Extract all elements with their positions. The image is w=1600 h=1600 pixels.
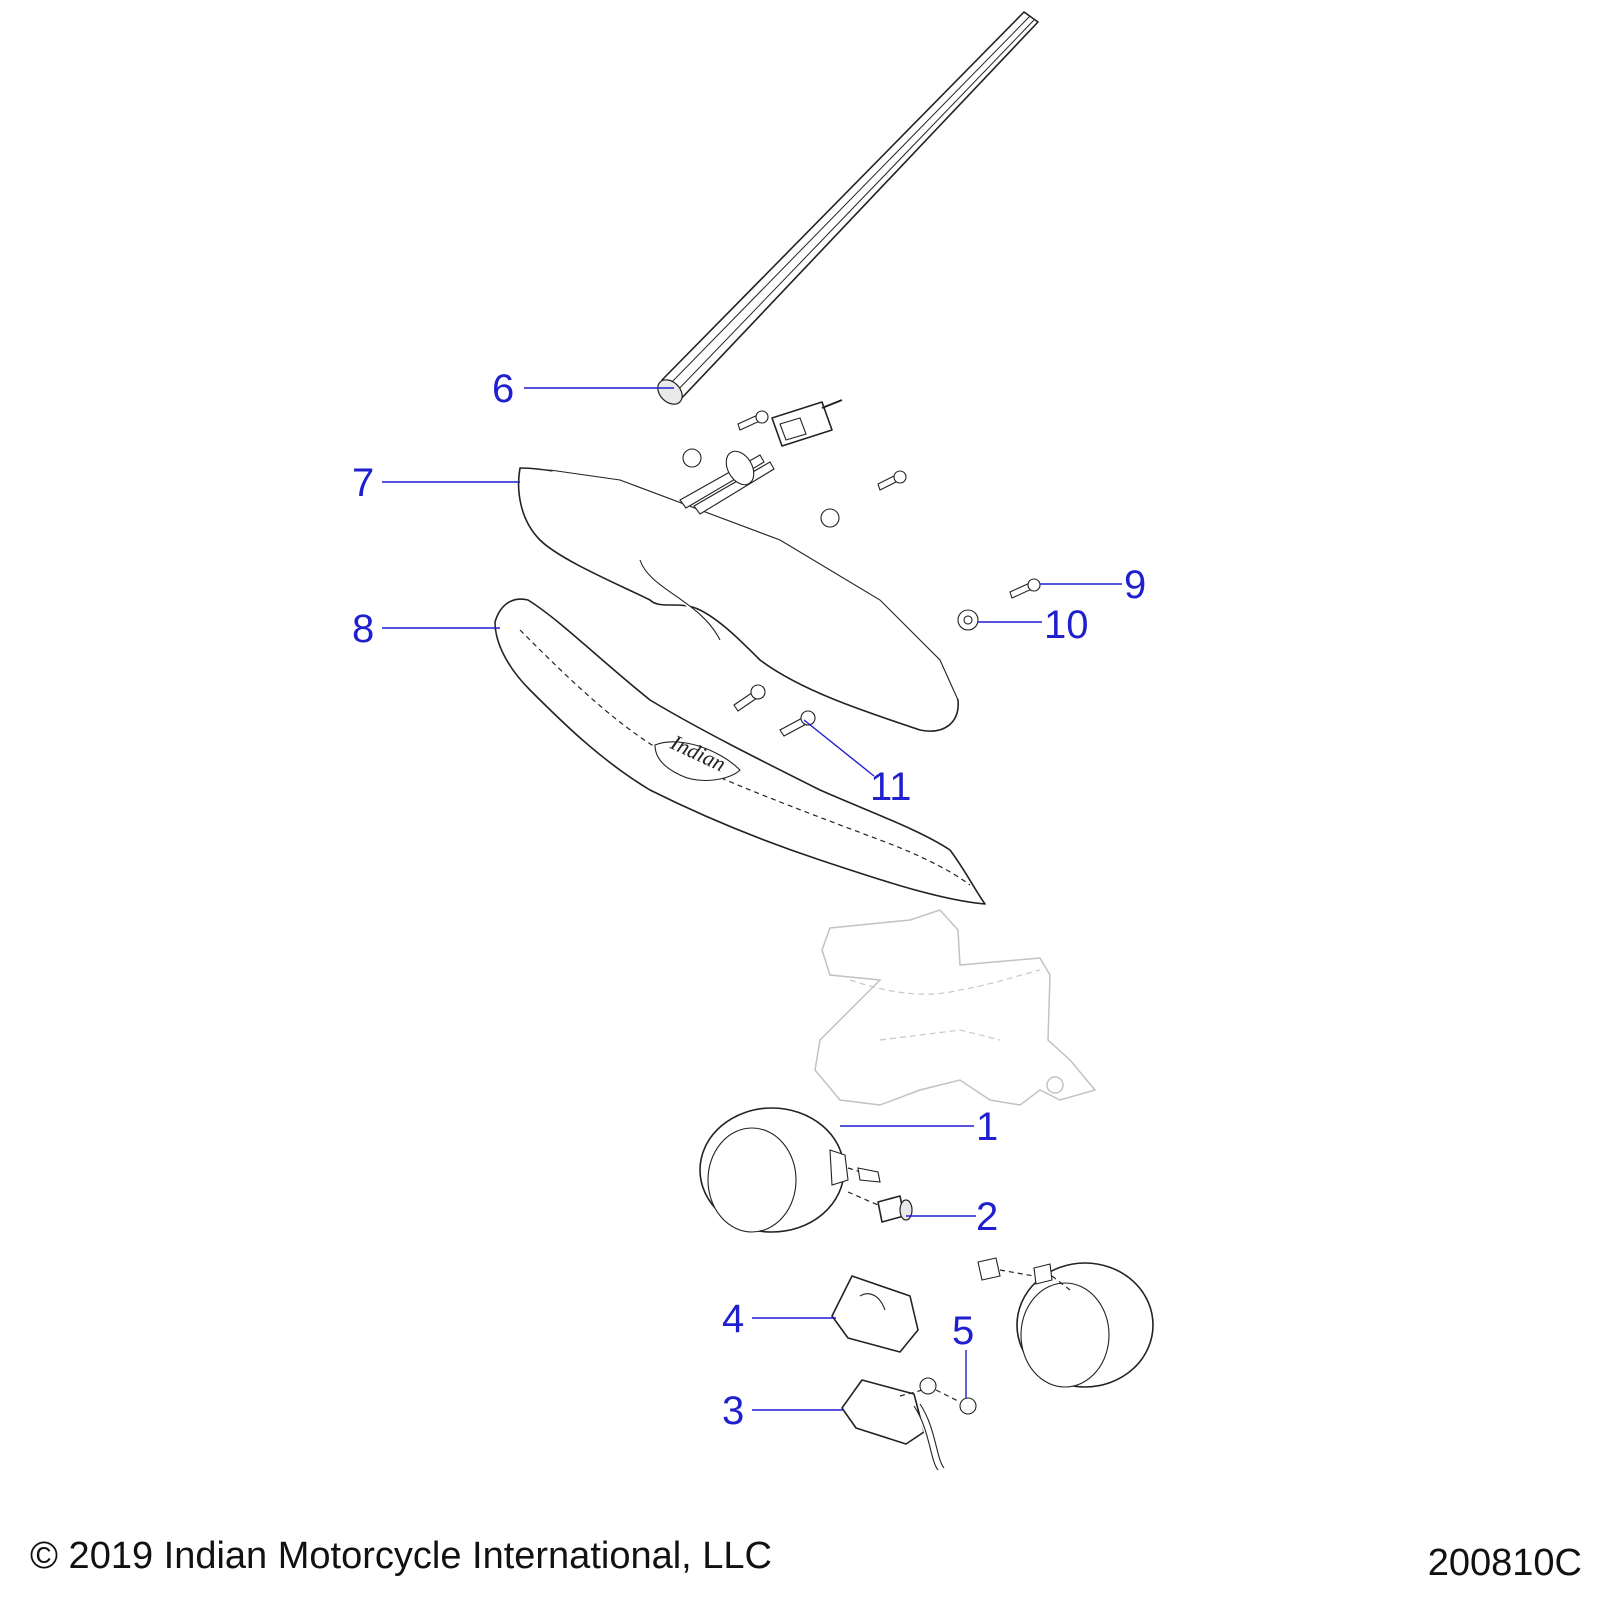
diagram-number: 200810C — [1427, 1542, 1582, 1584]
part-7-upper-housing — [517, 399, 959, 732]
part-5-nuts — [919, 1377, 977, 1415]
copyright-notice: © 2019 Indian Motorcycle International, … — [30, 1535, 772, 1577]
callout-9: 9 — [1124, 563, 1146, 607]
part-8-trim-bar: Indian — [494, 598, 986, 905]
callout-5: 5 — [952, 1309, 974, 1353]
part-9-screw — [1009, 578, 1041, 599]
part-6-seal-strip — [657, 11, 1039, 405]
callout-8: 8 — [352, 607, 374, 651]
part-4-lens-cover — [831, 1275, 919, 1353]
callout-11: 11 — [870, 765, 912, 809]
part-1-turn-signal-left — [699, 1107, 881, 1233]
turn-signal-right — [977, 1257, 1154, 1388]
leader-11 — [803, 719, 875, 777]
callout-numbers: 6 7 8 9 10 11 1 2 4 5 3 — [352, 367, 1146, 1433]
callout-6: 6 — [492, 367, 514, 411]
callout-2: 2 — [976, 1195, 998, 1239]
leader-lines — [382, 387, 1122, 1411]
callout-4: 4 — [722, 1297, 744, 1341]
part-3-license-lamp — [841, 1379, 945, 1471]
fender-bracket-reference — [814, 909, 1097, 1106]
callout-10: 10 — [1044, 603, 1089, 647]
part-2-bolt — [847, 1191, 913, 1223]
callout-1: 1 — [976, 1105, 998, 1149]
callout-7: 7 — [352, 461, 374, 505]
part-10-grommet — [957, 609, 979, 631]
callout-3: 3 — [722, 1389, 744, 1433]
part-11-bolts — [733, 684, 816, 737]
